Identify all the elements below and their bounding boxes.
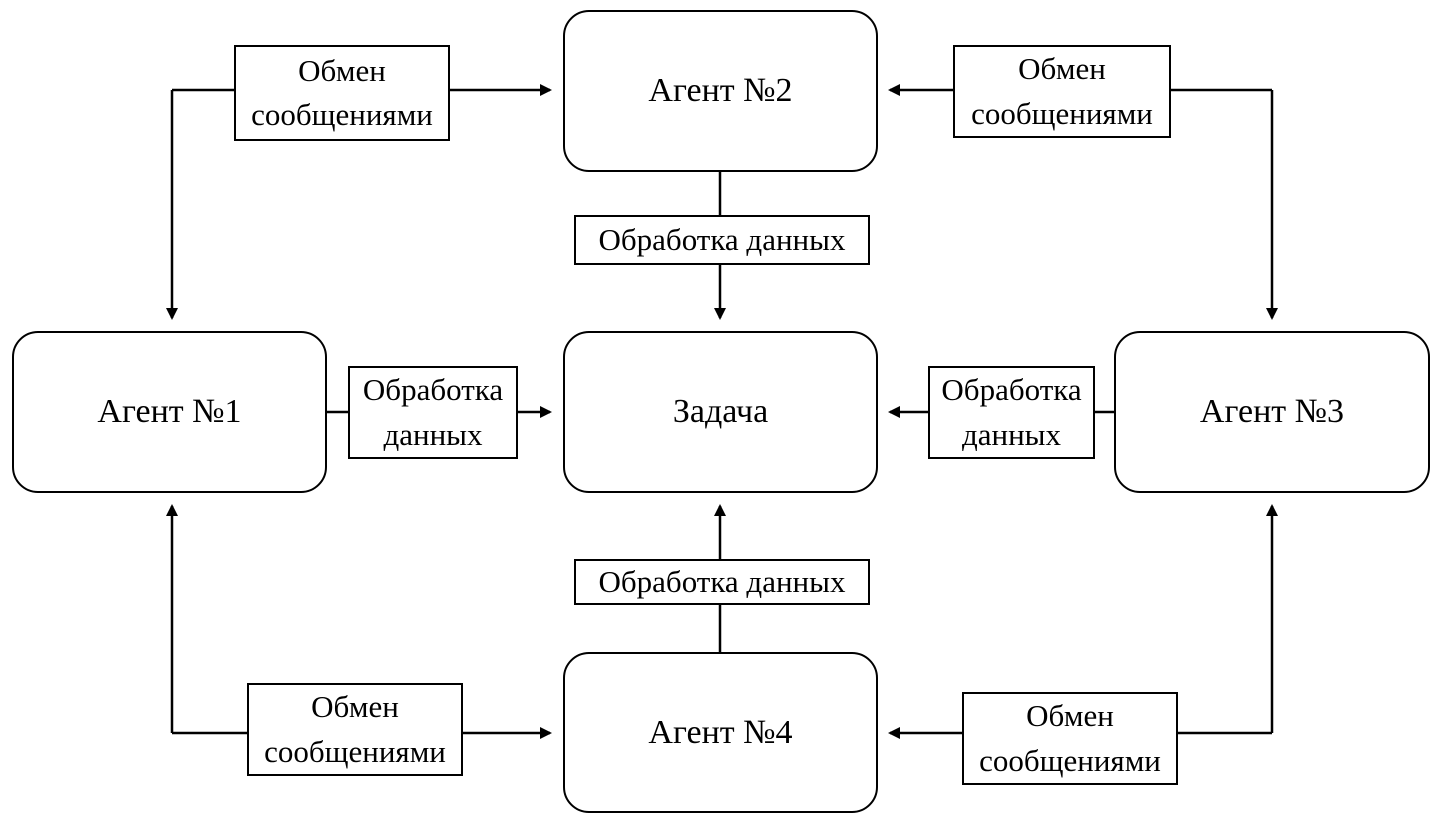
node-task-label: Задача [672, 393, 769, 430]
edge-label-processing-top: Обработка данных [574, 215, 870, 265]
edge-label-text-line1: Обмен [1018, 51, 1106, 87]
edge-label-exchange-bottom-right: Обмен сообщениями [962, 692, 1178, 785]
node-task[interactable]: Задача [563, 331, 878, 493]
edge-label-exchange-top-right: Обмен сообщениями [953, 45, 1171, 138]
edge-label-text-line2: сообщениями [971, 95, 1153, 131]
edge-label-text-line2: сообщениями [979, 742, 1161, 778]
node-agent-3-label: Агент №3 [1199, 393, 1345, 430]
edge-label-text: Обработка данных [598, 564, 846, 599]
edge-label-text-line2: данных [961, 416, 1062, 452]
edge-label-exchange-bottom-left: Обмен сообщениями [247, 683, 463, 776]
node-agent-3[interactable]: Агент №3 [1114, 331, 1430, 493]
node-agent-1[interactable]: Агент №1 [12, 331, 327, 493]
edge-label-processing-left: Обработка данных [348, 366, 518, 459]
node-agent-2[interactable]: Агент №2 [563, 10, 878, 172]
edge-label-text-line2: сообщениями [251, 97, 433, 132]
edge-label-text-line2: сообщениями [264, 733, 446, 769]
edge-label-exchange-top-left: Обмен сообщениями [234, 45, 450, 141]
node-agent-1-label: Агент №1 [97, 393, 242, 430]
edge-label-text-line1: Обработка [941, 372, 1082, 408]
edge-label-text-line1: Обработка [362, 372, 504, 408]
edge-label-text-line1: Обмен [298, 52, 386, 88]
edge-label-processing-bottom: Обработка данных [574, 559, 870, 605]
edge-label-text-line1: Обмен [311, 689, 399, 725]
edge-label-text-line1: Обмен [1026, 698, 1114, 734]
edge-label-text: Обработка данных [598, 221, 846, 257]
node-agent-2-label: Агент №2 [648, 72, 793, 109]
node-agent-4[interactable]: Агент №4 [563, 652, 878, 813]
node-agent-4-label: Агент №4 [648, 713, 793, 751]
edge-label-text-line2: данных [383, 416, 483, 452]
edge-label-processing-right: Обработка данных [928, 366, 1095, 459]
